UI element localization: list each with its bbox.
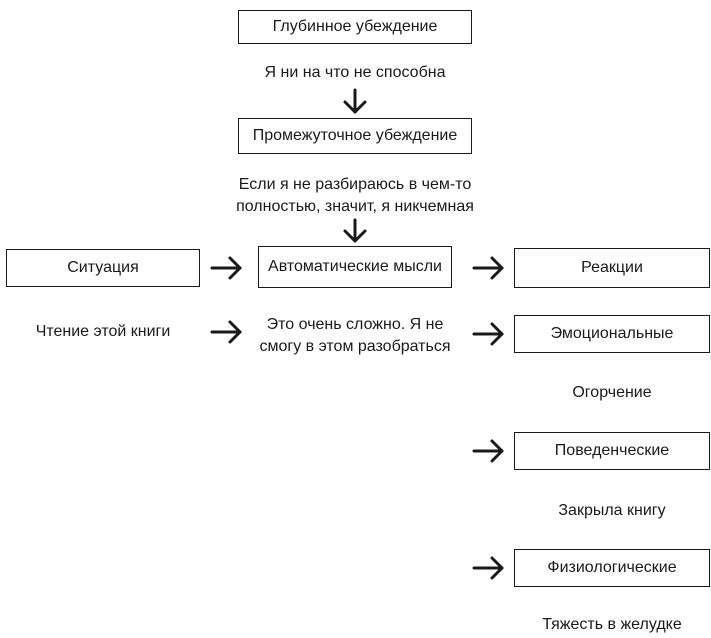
core-belief-text: Я ни на что не способна bbox=[264, 64, 446, 81]
reactions-box: Реакции bbox=[514, 248, 710, 288]
emotional-value: Огорчение bbox=[572, 384, 652, 401]
reactions-label: Реакции bbox=[581, 259, 643, 276]
situation-label: Ситуация bbox=[67, 259, 139, 276]
behavioral-label: Поведенческие bbox=[554, 442, 670, 459]
arrow-right-icon bbox=[210, 320, 242, 344]
arrow-right-icon bbox=[472, 322, 504, 346]
arrow-down-icon bbox=[343, 88, 367, 114]
intermediate-belief-text: Если я не разбираюсь в чем-то полностью,… bbox=[236, 176, 474, 215]
behavioral-value: Закрыла книгу bbox=[558, 502, 666, 519]
physiological-label: Физиологические bbox=[547, 559, 677, 576]
intermediate-belief-label: Промежуточное убеждение bbox=[252, 127, 458, 144]
emotional-box: Эмоциональные bbox=[514, 315, 710, 353]
core-belief-label: Глубинное убеждение bbox=[272, 18, 438, 35]
arrow-right-icon bbox=[472, 556, 504, 580]
arrow-right-icon bbox=[210, 256, 242, 280]
intermediate-belief-box: Промежуточное убеждение bbox=[238, 118, 472, 154]
physiological-value: Тяжесть в желудке bbox=[542, 616, 682, 633]
core-belief-box: Глубинное убеждение bbox=[238, 10, 472, 44]
physiological-box: Физиологические bbox=[514, 549, 710, 587]
emotional-label: Эмоциональные bbox=[550, 325, 674, 342]
situation-text: Чтение этой книги bbox=[35, 323, 171, 340]
automatic-thoughts-label: Автоматические мысли bbox=[268, 258, 442, 275]
situation-box: Ситуация bbox=[6, 249, 200, 287]
automatic-thoughts-box: Автоматические мысли bbox=[258, 246, 452, 288]
behavioral-box: Поведенческие bbox=[514, 432, 710, 470]
automatic-thoughts-text: Это очень сложно. Я не смогу в этом разо… bbox=[259, 316, 451, 355]
arrow-down-icon bbox=[343, 218, 367, 243]
arrow-right-icon bbox=[472, 439, 504, 463]
arrow-right-icon bbox=[472, 256, 504, 280]
